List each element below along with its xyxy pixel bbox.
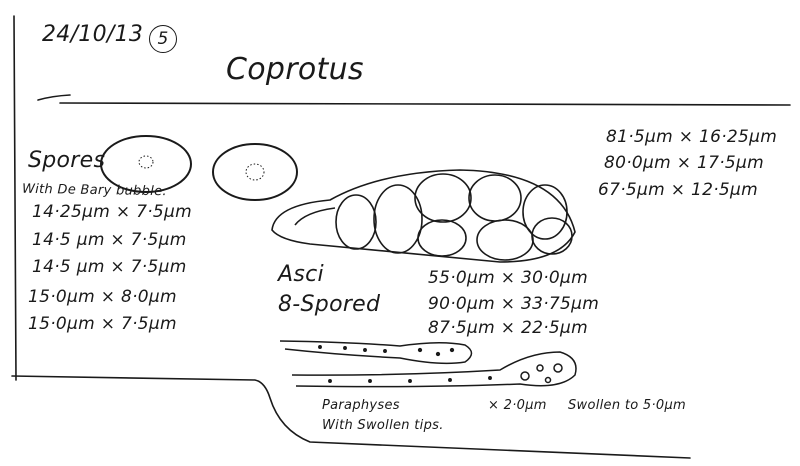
ascus-drawing — [271, 169, 576, 263]
entry-date: 24/10/13 — [42, 22, 144, 47]
paraphyses-width: × 2·0µm — [488, 398, 547, 413]
ascus-measurement: 87·5µm × 22·5µm — [428, 318, 589, 338]
card-bottom-edge — [11, 375, 691, 459]
spores-label: Spores — [28, 148, 106, 173]
asci-spore-count: 8-Spored — [278, 292, 381, 317]
spore-drawing-1 — [100, 135, 192, 193]
specimen-title: Coprotus — [226, 52, 364, 87]
spore-measurement: 15·0µm × 7·5µm — [28, 314, 177, 334]
ascus-measurement: 80·0µm × 17·5µm — [604, 153, 765, 173]
paraphyses-label: Paraphyses — [322, 398, 400, 413]
page-edge-left — [13, 15, 17, 381]
ascus-measurement: 90·0µm × 33·75µm — [428, 294, 600, 314]
paraphysis-drawing-2 — [291, 351, 577, 388]
spore-measurement: 14·5 µm × 7·5µm — [32, 230, 187, 250]
spore-measurement: 14·5 µm × 7·5µm — [32, 257, 187, 277]
page-number-circle: 5 — [149, 25, 177, 53]
ascus-measurement: 67·5µm × 12·5µm — [598, 180, 759, 200]
ascus-measurement: 81·5µm × 16·25µm — [606, 127, 778, 147]
asci-label: Asci — [278, 262, 324, 287]
spore-drawing-2 — [212, 143, 298, 201]
header-rule — [59, 102, 791, 106]
header-rule-tick — [37, 94, 71, 101]
ascus-measurement: 55·0µm × 30·0µm — [428, 268, 589, 288]
paraphyses-tip-width: Swollen to 5·0µm — [568, 398, 687, 413]
paraphyses-note: With Swollen tips. — [322, 418, 444, 433]
spore-measurement: 14·25µm × 7·5µm — [32, 202, 193, 222]
spores-note: With De Bary bubble. — [21, 181, 167, 200]
spore-measurement: 15·0µm × 8·0µm — [28, 287, 177, 307]
paraphysis-drawing-1 — [279, 340, 473, 365]
